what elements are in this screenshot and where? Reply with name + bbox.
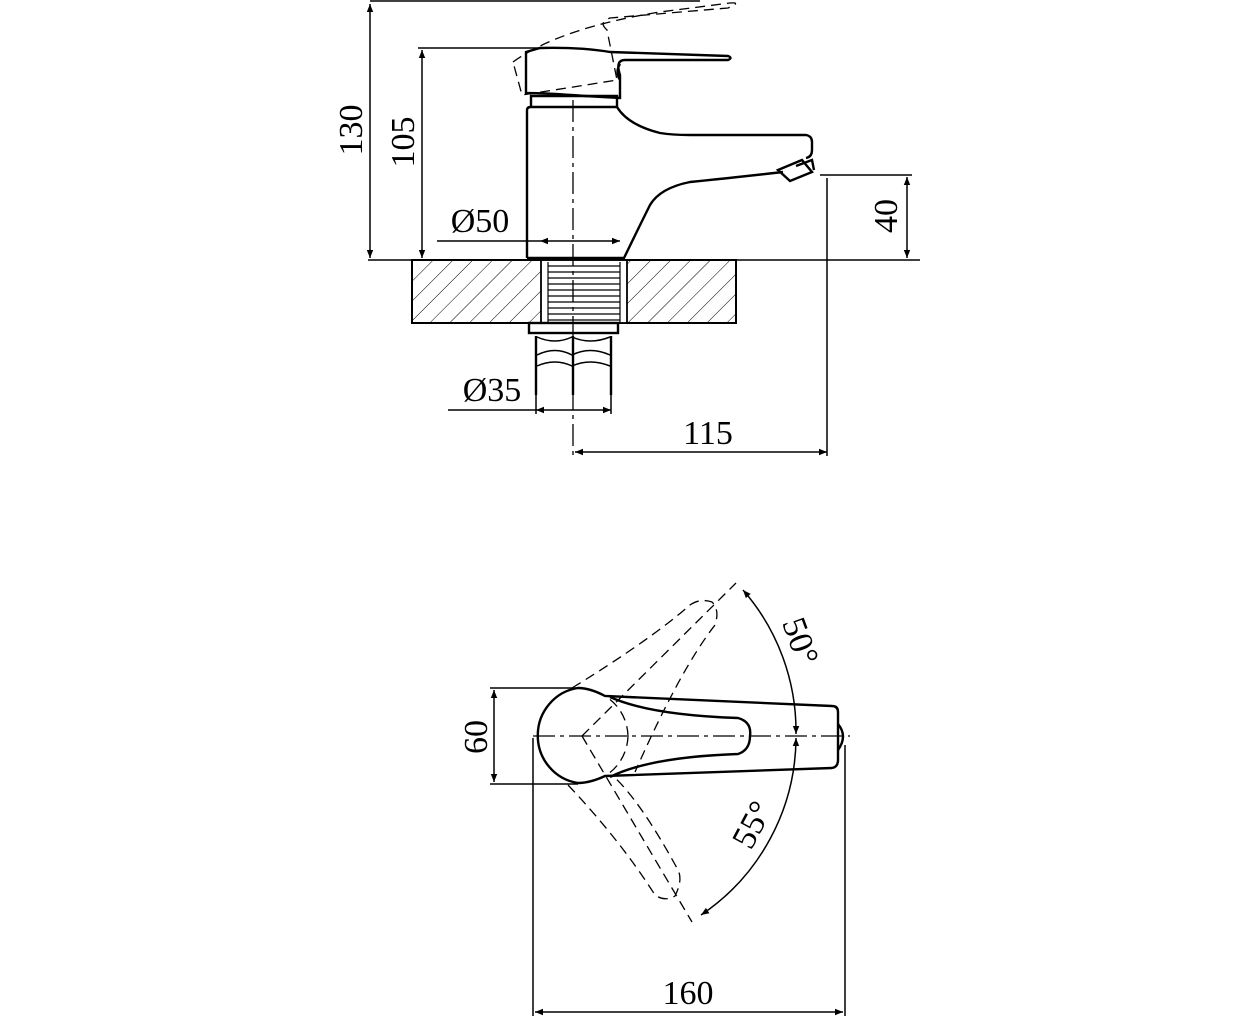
dim-d50-label: Ø50 xyxy=(451,203,510,240)
angle-50-arc xyxy=(742,589,800,735)
thread-lines xyxy=(547,262,621,323)
lever-right-position xyxy=(567,774,681,900)
dim-115-label: 115 xyxy=(683,415,733,452)
dim-40-label: 40 xyxy=(868,199,905,233)
dim-60-label: 60 xyxy=(458,720,495,754)
faucet-body xyxy=(525,105,814,260)
angle-55-arc xyxy=(700,737,800,916)
dim-160-label: 160 xyxy=(663,975,714,1012)
lever-handle xyxy=(524,46,732,100)
side-view: 130 105 Ø50 40 Ø35 115 xyxy=(333,0,920,456)
dim-130-label: 130 xyxy=(333,105,370,156)
angle-55-label: 55° xyxy=(725,795,780,854)
dim-105-label: 105 xyxy=(385,117,422,168)
lever-raised-outline xyxy=(512,2,737,96)
lever-left-position xyxy=(571,599,718,773)
dim-d35-label: Ø35 xyxy=(463,372,522,409)
shank-thread xyxy=(540,259,628,324)
aerator xyxy=(775,158,816,183)
top-view: 50° 55° 60 160 xyxy=(458,582,850,1016)
angle-50-label: 50° xyxy=(774,613,825,670)
lever-groove xyxy=(609,695,752,779)
